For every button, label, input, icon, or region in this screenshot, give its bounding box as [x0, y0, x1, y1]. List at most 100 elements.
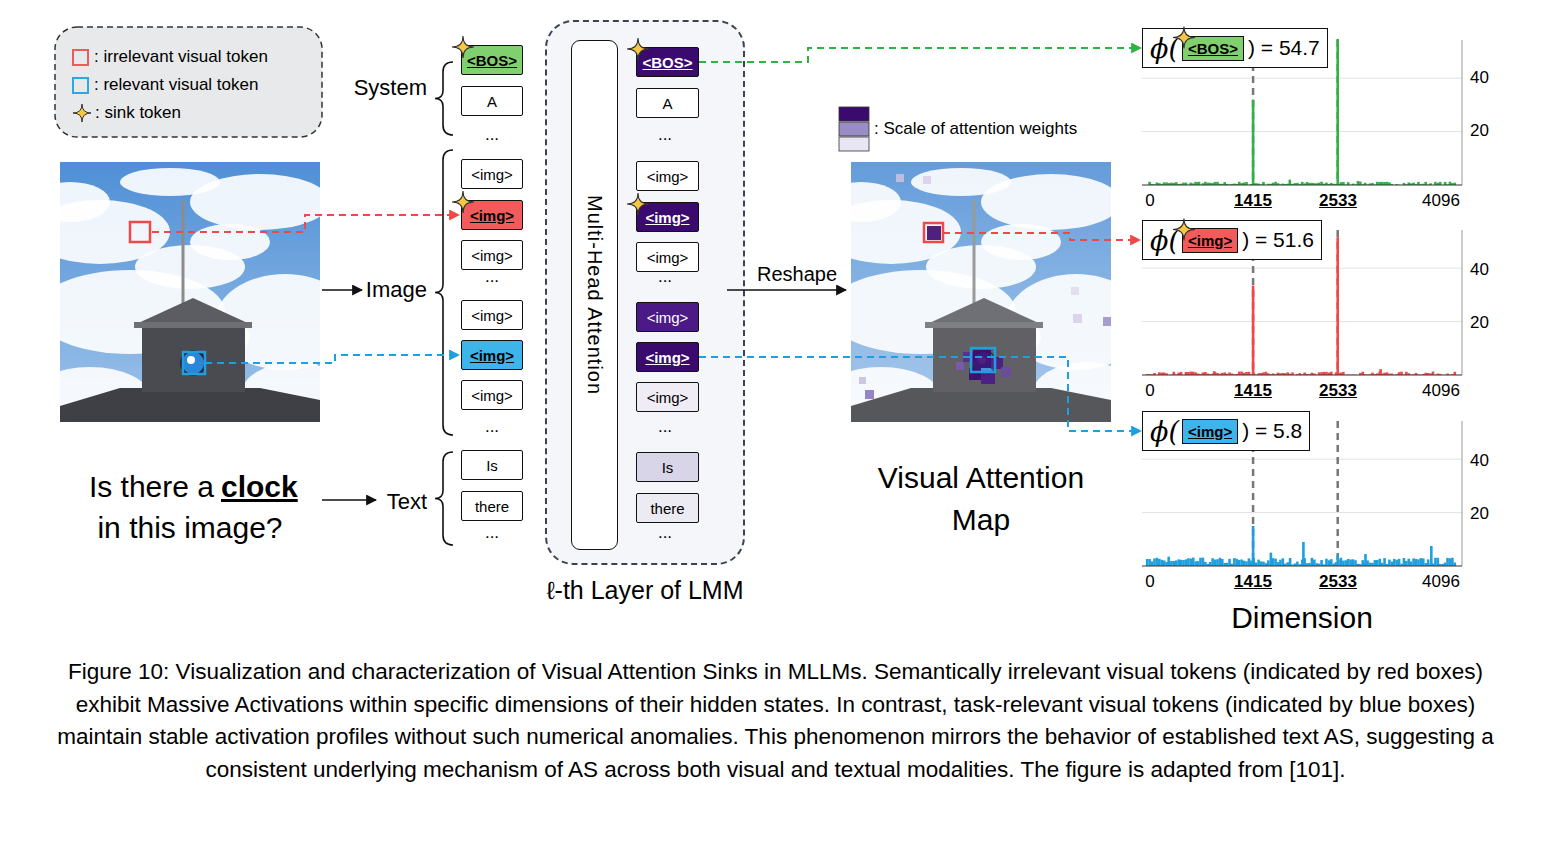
legend-text: : Scale of attention weights — [874, 119, 1077, 139]
irrelevant-token: <img> — [461, 200, 523, 230]
tick-label: 2533 — [1319, 191, 1357, 211]
text-token: there — [461, 491, 523, 521]
legend-entry: : relevant visual token — [72, 75, 258, 95]
node-text: <img> — [645, 209, 689, 226]
group-brace — [435, 150, 453, 435]
text-token: there — [636, 493, 699, 523]
tick-label: 1415 — [1234, 191, 1272, 211]
legend-box — [55, 27, 322, 137]
irrelevant-token: <img> — [1182, 228, 1238, 253]
ellipsis: ... — [658, 523, 672, 543]
relevant-token: <img> — [461, 340, 523, 370]
tick-label: 20 — [1470, 121, 1489, 141]
sink-token: <BOS> — [461, 45, 523, 75]
dashed-connector — [699, 48, 1141, 62]
node-text: there — [475, 498, 509, 515]
sink-star — [452, 36, 474, 58]
activation-text: ) = 54.7 — [1248, 36, 1320, 60]
tick-label: 0 — [1145, 381, 1154, 401]
ellipsis: ... — [658, 417, 672, 437]
question-text: in this image? — [97, 511, 282, 545]
tick-label: 1415 — [1234, 381, 1272, 401]
input-photo — [30, 162, 355, 432]
tick-label: 4096 — [1422, 191, 1460, 211]
node-text: <img> — [1188, 423, 1232, 440]
node-text: <img> — [470, 207, 514, 224]
node-text: <BOS> — [467, 52, 517, 69]
legend-swatch — [72, 49, 89, 66]
node-text: Is — [662, 459, 674, 476]
question-text: Is there a — [89, 470, 214, 504]
tick-label: 40 — [1470, 260, 1489, 280]
legend-swatch — [72, 77, 89, 94]
node-text: <img> — [645, 349, 689, 366]
token-highlight — [971, 348, 995, 372]
activation-text: ϕ( — [1150, 416, 1179, 447]
map-title: Visual Attention Map — [856, 457, 1106, 541]
sink-star — [1173, 27, 1195, 49]
tick-label: 1415 — [1234, 572, 1272, 592]
text-token: Is — [636, 452, 699, 482]
node-text: <img> — [1188, 232, 1232, 249]
group-label: Image — [366, 277, 427, 303]
leader-arrow — [152, 215, 459, 232]
node-text: <img> — [647, 168, 689, 185]
node-text: <img> — [471, 247, 513, 264]
activation-label: ϕ( ) = 51.6 <img> — [1142, 220, 1322, 260]
legend-entry: : irrelevant visual token — [72, 47, 268, 67]
node-text: <BOS> — [1188, 40, 1238, 57]
legend-text: : irrelevant visual token — [94, 47, 268, 67]
node-text: <img> — [471, 166, 513, 183]
arrow-label: Reshape — [757, 263, 837, 286]
activation-text: ϕ( — [1150, 33, 1179, 64]
tick-label: 40 — [1470, 451, 1489, 471]
tick-label: 0 — [1145, 572, 1154, 592]
legend-star — [72, 103, 92, 123]
tick-label: 0 — [1145, 191, 1154, 211]
tick-label: 2533 — [1319, 572, 1357, 592]
layer-box: ℓ-th Layer of LMMMulti-Head Attention<BO… — [545, 20, 745, 565]
token-highlight — [183, 352, 205, 374]
dashed-connector — [699, 357, 1141, 431]
leader-arrow — [205, 355, 459, 363]
activation-text: ) = 51.6 — [1242, 228, 1314, 252]
node-text: <img> — [647, 309, 689, 326]
node-text: A — [487, 93, 497, 110]
system-token: A — [461, 86, 523, 116]
attention-map-image — [821, 162, 1146, 432]
ellipsis: ... — [658, 125, 672, 145]
group-brace — [435, 62, 453, 135]
activation-text: ϕ( — [1150, 225, 1179, 256]
sink-star — [627, 38, 649, 60]
legend-text: : relevant visual token — [94, 75, 258, 95]
legend-entry: : Scale of attention weights — [838, 106, 1077, 152]
token-highlight — [924, 223, 943, 242]
node-text: <img> — [647, 389, 689, 406]
activation-label: ϕ( ) = 5.8 <img> — [1142, 411, 1310, 451]
tick-label: 4096 — [1422, 572, 1460, 592]
activation-text: ) = 5.8 — [1242, 419, 1302, 443]
sink-token: <BOS> — [1182, 36, 1244, 61]
node-text: <BOS> — [642, 54, 692, 71]
group-label: Text — [387, 489, 427, 515]
ellipsis: ... — [485, 125, 499, 145]
layer-title: ℓ-th Layer of LMM — [507, 576, 783, 605]
tick-label: 20 — [1470, 504, 1489, 524]
group-label: System — [354, 75, 427, 101]
image-token: <img> — [461, 159, 523, 189]
node-text: A — [662, 95, 672, 112]
node-text: Is — [486, 457, 498, 474]
node-text: there — [650, 500, 684, 517]
image-token: <img> — [636, 382, 699, 412]
node-text: <img> — [471, 387, 513, 404]
node-text: <img> — [471, 307, 513, 324]
leader-arrow — [322, 499, 376, 501]
tick-label: 2533 — [1319, 381, 1357, 401]
leader-arrow — [727, 289, 846, 291]
axis-title: Dimension — [1231, 601, 1373, 635]
legend-scale — [838, 106, 870, 152]
node-text: Multi-Head Attention — [583, 195, 606, 395]
figure-caption: Figure 10: Visualization and characteriz… — [40, 656, 1511, 787]
leader-arrow — [943, 233, 1140, 240]
